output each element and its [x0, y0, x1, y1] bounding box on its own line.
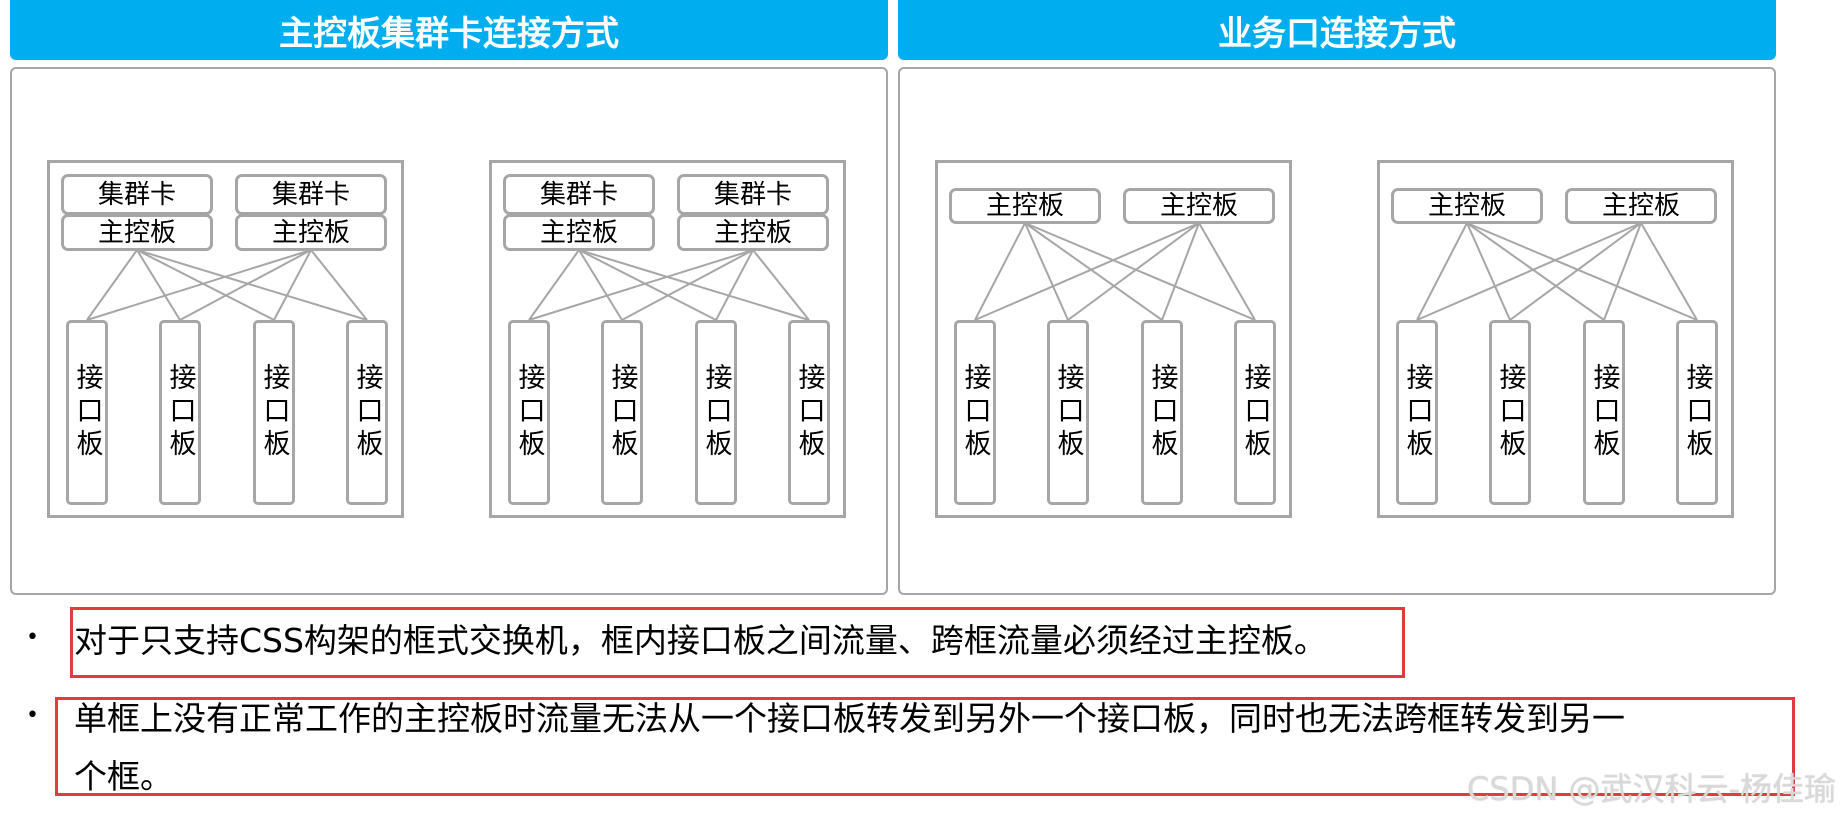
bullet-icon: • — [26, 625, 39, 650]
note-1-line-1: 对于只支持CSS构架的框式交换机，框内接口板之间流量、跨框流量必须经过主控板。 — [74, 621, 1327, 660]
interface-board: 接口板 — [1141, 320, 1183, 505]
interface-board: 接口板 — [1234, 320, 1276, 505]
interface-board: 接口板 — [159, 320, 201, 505]
cluster-card: 集群卡 — [235, 174, 387, 215]
header-title: 业务口连接方式 — [1218, 13, 1456, 54]
main-control-board: 主控板 — [235, 214, 387, 251]
highlight-box-note-2 — [55, 697, 1795, 796]
interface-board: 接口板 — [66, 320, 108, 505]
header-title: 主控板集群卡连接方式 — [279, 13, 619, 54]
interface-board: 接口板 — [508, 320, 550, 505]
interface-board: 接口板 — [1047, 320, 1089, 505]
interface-board: 接口板 — [346, 320, 388, 505]
interface-board: 接口板 — [695, 320, 737, 505]
main-control-board: 主控板 — [61, 214, 213, 251]
watermark: CSDN @武汉科云-杨佳瑜 — [1467, 770, 1836, 808]
interface-board: 接口板 — [1676, 320, 1718, 505]
main-control-board: 主控板 — [1391, 188, 1543, 224]
interface-board: 接口板 — [954, 320, 996, 505]
cluster-card: 集群卡 — [677, 174, 829, 215]
interface-board: 接口板 — [601, 320, 643, 505]
bullet-icon: • — [26, 703, 39, 728]
interface-board: 接口板 — [1396, 320, 1438, 505]
interface-board: 接口板 — [788, 320, 830, 505]
main-control-board: 主控板 — [949, 188, 1101, 224]
header-service-port-connection: 业务口连接方式 — [898, 0, 1776, 60]
highlight-box-note-1 — [70, 607, 1405, 678]
note-2-line-1: 单框上没有正常工作的主控板时流量无法从一个接口板转发到另外一个接口板，同时也无法… — [74, 699, 1625, 738]
main-control-board: 主控板 — [1123, 188, 1275, 224]
cluster-card: 集群卡 — [61, 174, 213, 215]
main-control-board: 主控板 — [1565, 188, 1717, 224]
header-cluster-card-connection: 主控板集群卡连接方式 — [10, 0, 888, 60]
cluster-card: 集群卡 — [503, 174, 655, 215]
interface-board: 接口板 — [1489, 320, 1531, 505]
main-control-board: 主控板 — [677, 214, 829, 251]
interface-board: 接口板 — [253, 320, 295, 505]
note-2-line-2: 个框。 — [74, 757, 173, 796]
main-control-board: 主控板 — [503, 214, 655, 251]
interface-board: 接口板 — [1583, 320, 1625, 505]
